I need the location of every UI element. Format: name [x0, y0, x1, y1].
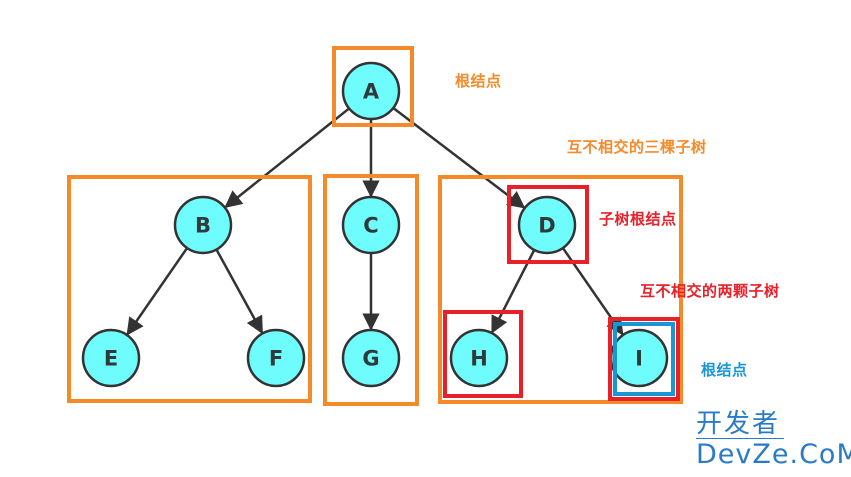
- subtree-root-node-annotation: 子树根结点: [599, 210, 677, 228]
- nodes-layer: A B C D E F G H I: [81, 61, 669, 388]
- node-E: E: [81, 328, 141, 388]
- node-label: E: [104, 347, 118, 371]
- node-F: F: [246, 328, 306, 388]
- node-circle: [449, 328, 509, 388]
- node-label: C: [363, 214, 378, 238]
- node-circle: [341, 195, 401, 255]
- node-D: D: [517, 195, 577, 255]
- node-label: B: [195, 214, 211, 238]
- three-disjoint-subtrees-annotation: 互不相交的三棵子树: [567, 138, 707, 156]
- node-circle: [341, 328, 401, 388]
- node-label: F: [269, 347, 283, 371]
- node-G: G: [341, 328, 401, 388]
- subtree-box-H: [443, 310, 523, 398]
- subtree-box-C: [323, 174, 419, 406]
- subtree-root-box-D: [507, 185, 589, 264]
- root-box-A: [332, 46, 414, 127]
- subtree-box-D: [438, 175, 683, 404]
- node-circle: [246, 328, 306, 388]
- node-label: H: [470, 347, 488, 371]
- node-label: A: [363, 80, 380, 104]
- subtree-box-B: [67, 175, 312, 403]
- node-circle: [341, 61, 401, 121]
- node-label: I: [635, 347, 643, 371]
- node-circle: [517, 195, 577, 255]
- node-C: C: [341, 195, 401, 255]
- node-circle: [173, 195, 233, 255]
- watermark-top-text: 开发者: [696, 410, 785, 439]
- root-box-I: [613, 322, 675, 396]
- edge-B-F: [215, 248, 264, 335]
- node-label: G: [362, 347, 379, 371]
- node-H: H: [449, 328, 509, 388]
- node-circle: [81, 328, 141, 388]
- root-node-annotation: 根结点: [455, 72, 502, 90]
- node-label: D: [538, 214, 555, 238]
- boxes-layer: [67, 46, 683, 406]
- edge-A-B: [224, 107, 350, 209]
- node-B: B: [173, 195, 233, 255]
- edge-A-D: [392, 106, 526, 209]
- subtree-box-I: [608, 317, 680, 401]
- node-A: A: [341, 61, 401, 121]
- watermark: 开发者 DevZe.CoM: [696, 410, 851, 471]
- leaf-root-node-annotation: 根结点: [701, 361, 748, 379]
- two-disjoint-subtrees-annotation: 互不相交的两颗子树: [640, 282, 780, 300]
- edge-B-E: [126, 247, 189, 336]
- watermark-bottom-text: DevZe.CoM: [696, 439, 851, 470]
- node-I: I: [609, 328, 669, 388]
